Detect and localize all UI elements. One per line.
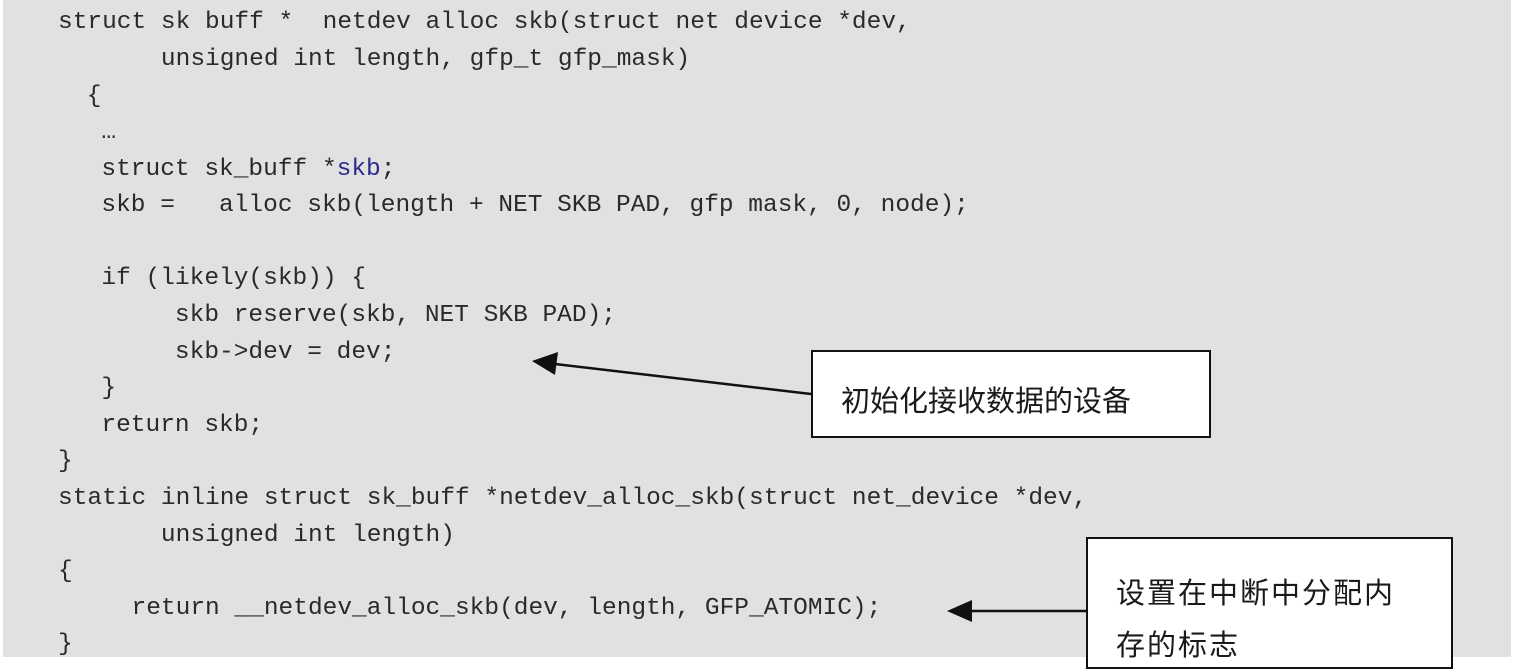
arrow-line-1 [554, 362, 812, 396]
callout-text-line-1: 设置在中断中分配内 [1116, 576, 1396, 610]
code-text: ; [380, 156, 396, 183]
code-line-17: } [58, 631, 73, 658]
callout-init-device: 初始化接收数据的设备 [811, 350, 1211, 438]
code-line-2: unsigned int length, gfp_t gfp_mask) [58, 46, 691, 73]
code-line-15: { [58, 558, 73, 585]
code-line-16: return __netdev_alloc_skb(dev, length, G… [58, 595, 882, 622]
code-line-8: skb reserve(skb, NET SKB PAD); [72, 302, 616, 329]
code-text: struct sk_buff * [72, 156, 337, 183]
code-line-9: skb->dev = dev; [72, 339, 396, 366]
code-line-5: struct sk_buff *skb; [72, 155, 395, 185]
callout-text: 初始化接收数据的设备 [841, 384, 1132, 418]
highlighted-identifier: skb [336, 156, 381, 183]
code-line-6: skb = alloc skb(length + NET SKB PAD, gf… [72, 192, 969, 219]
code-line-7: if (likely(skb)) { [72, 265, 367, 292]
code-line-3: { [72, 83, 102, 110]
code-line-11: return skb; [72, 412, 264, 439]
code-line-4: … [72, 119, 117, 146]
code-line-13: static inline struct sk_buff *netdev_all… [58, 485, 1088, 512]
code-line-10: } [72, 375, 117, 402]
arrowhead-1-icon [532, 352, 558, 375]
code-line-14: unsigned int length) [58, 522, 455, 549]
code-line-1: struct sk buff * netdev alloc skb(struct… [58, 9, 911, 36]
callout-text-line-2: 存的标志 [1116, 628, 1241, 662]
callout-gfp-flag: 设置在中断中分配内 存的标志 [1086, 537, 1453, 669]
arrowhead-2-icon [947, 600, 972, 622]
code-line-12: } [58, 448, 73, 475]
